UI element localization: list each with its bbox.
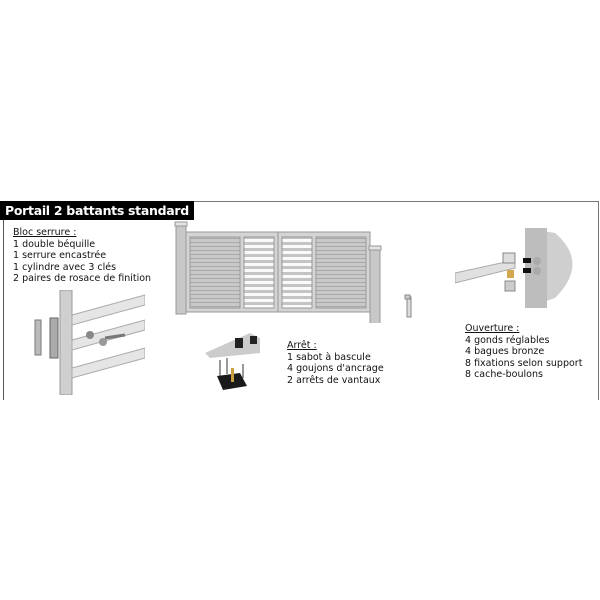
diagram-frame bbox=[3, 201, 599, 400]
list-item: 2 paires de rosace de finition bbox=[13, 273, 152, 284]
list-item: 1 sabot à bascule bbox=[287, 351, 371, 363]
list-item: 8 fixations selon support bbox=[465, 357, 583, 369]
stop-detail-illustration bbox=[205, 333, 260, 390]
list-item: 4 bagues bronze bbox=[465, 346, 545, 357]
list-item: 1 serrure encastrée bbox=[13, 250, 107, 261]
list-item: 8 cache-boulons bbox=[465, 369, 543, 380]
bloc-serrure-heading: Bloc serrure : bbox=[13, 227, 77, 238]
list-item: 2 arrêts de vantaux bbox=[287, 374, 381, 386]
list-item: 1 cylindre avec 3 clés bbox=[13, 261, 117, 273]
ouverture-heading: Ouverture : bbox=[465, 323, 520, 334]
list-item: 4 goujons d'ancrage bbox=[287, 363, 384, 374]
gate-illustration bbox=[174, 221, 382, 323]
pin-illustration bbox=[404, 294, 412, 318]
lock-detail-illustration bbox=[34, 290, 145, 395]
list-item: 1 double béquille bbox=[13, 238, 96, 250]
arret-list: Arrêt : 1 sabot à bascule 4 goujons d'an… bbox=[287, 340, 384, 386]
bloc-serrure-list: Bloc serrure : 1 double béquille 1 serru… bbox=[13, 227, 151, 285]
list-item: 4 gonds réglables bbox=[465, 334, 550, 346]
hinge-detail-illustration bbox=[455, 228, 573, 308]
arret-heading: Arrêt : bbox=[287, 340, 317, 351]
diagram-title: Portail 2 battants standard : bbox=[0, 201, 194, 237]
ouverture-list: Ouverture : 4 gonds réglables 4 bagues b… bbox=[465, 323, 582, 381]
